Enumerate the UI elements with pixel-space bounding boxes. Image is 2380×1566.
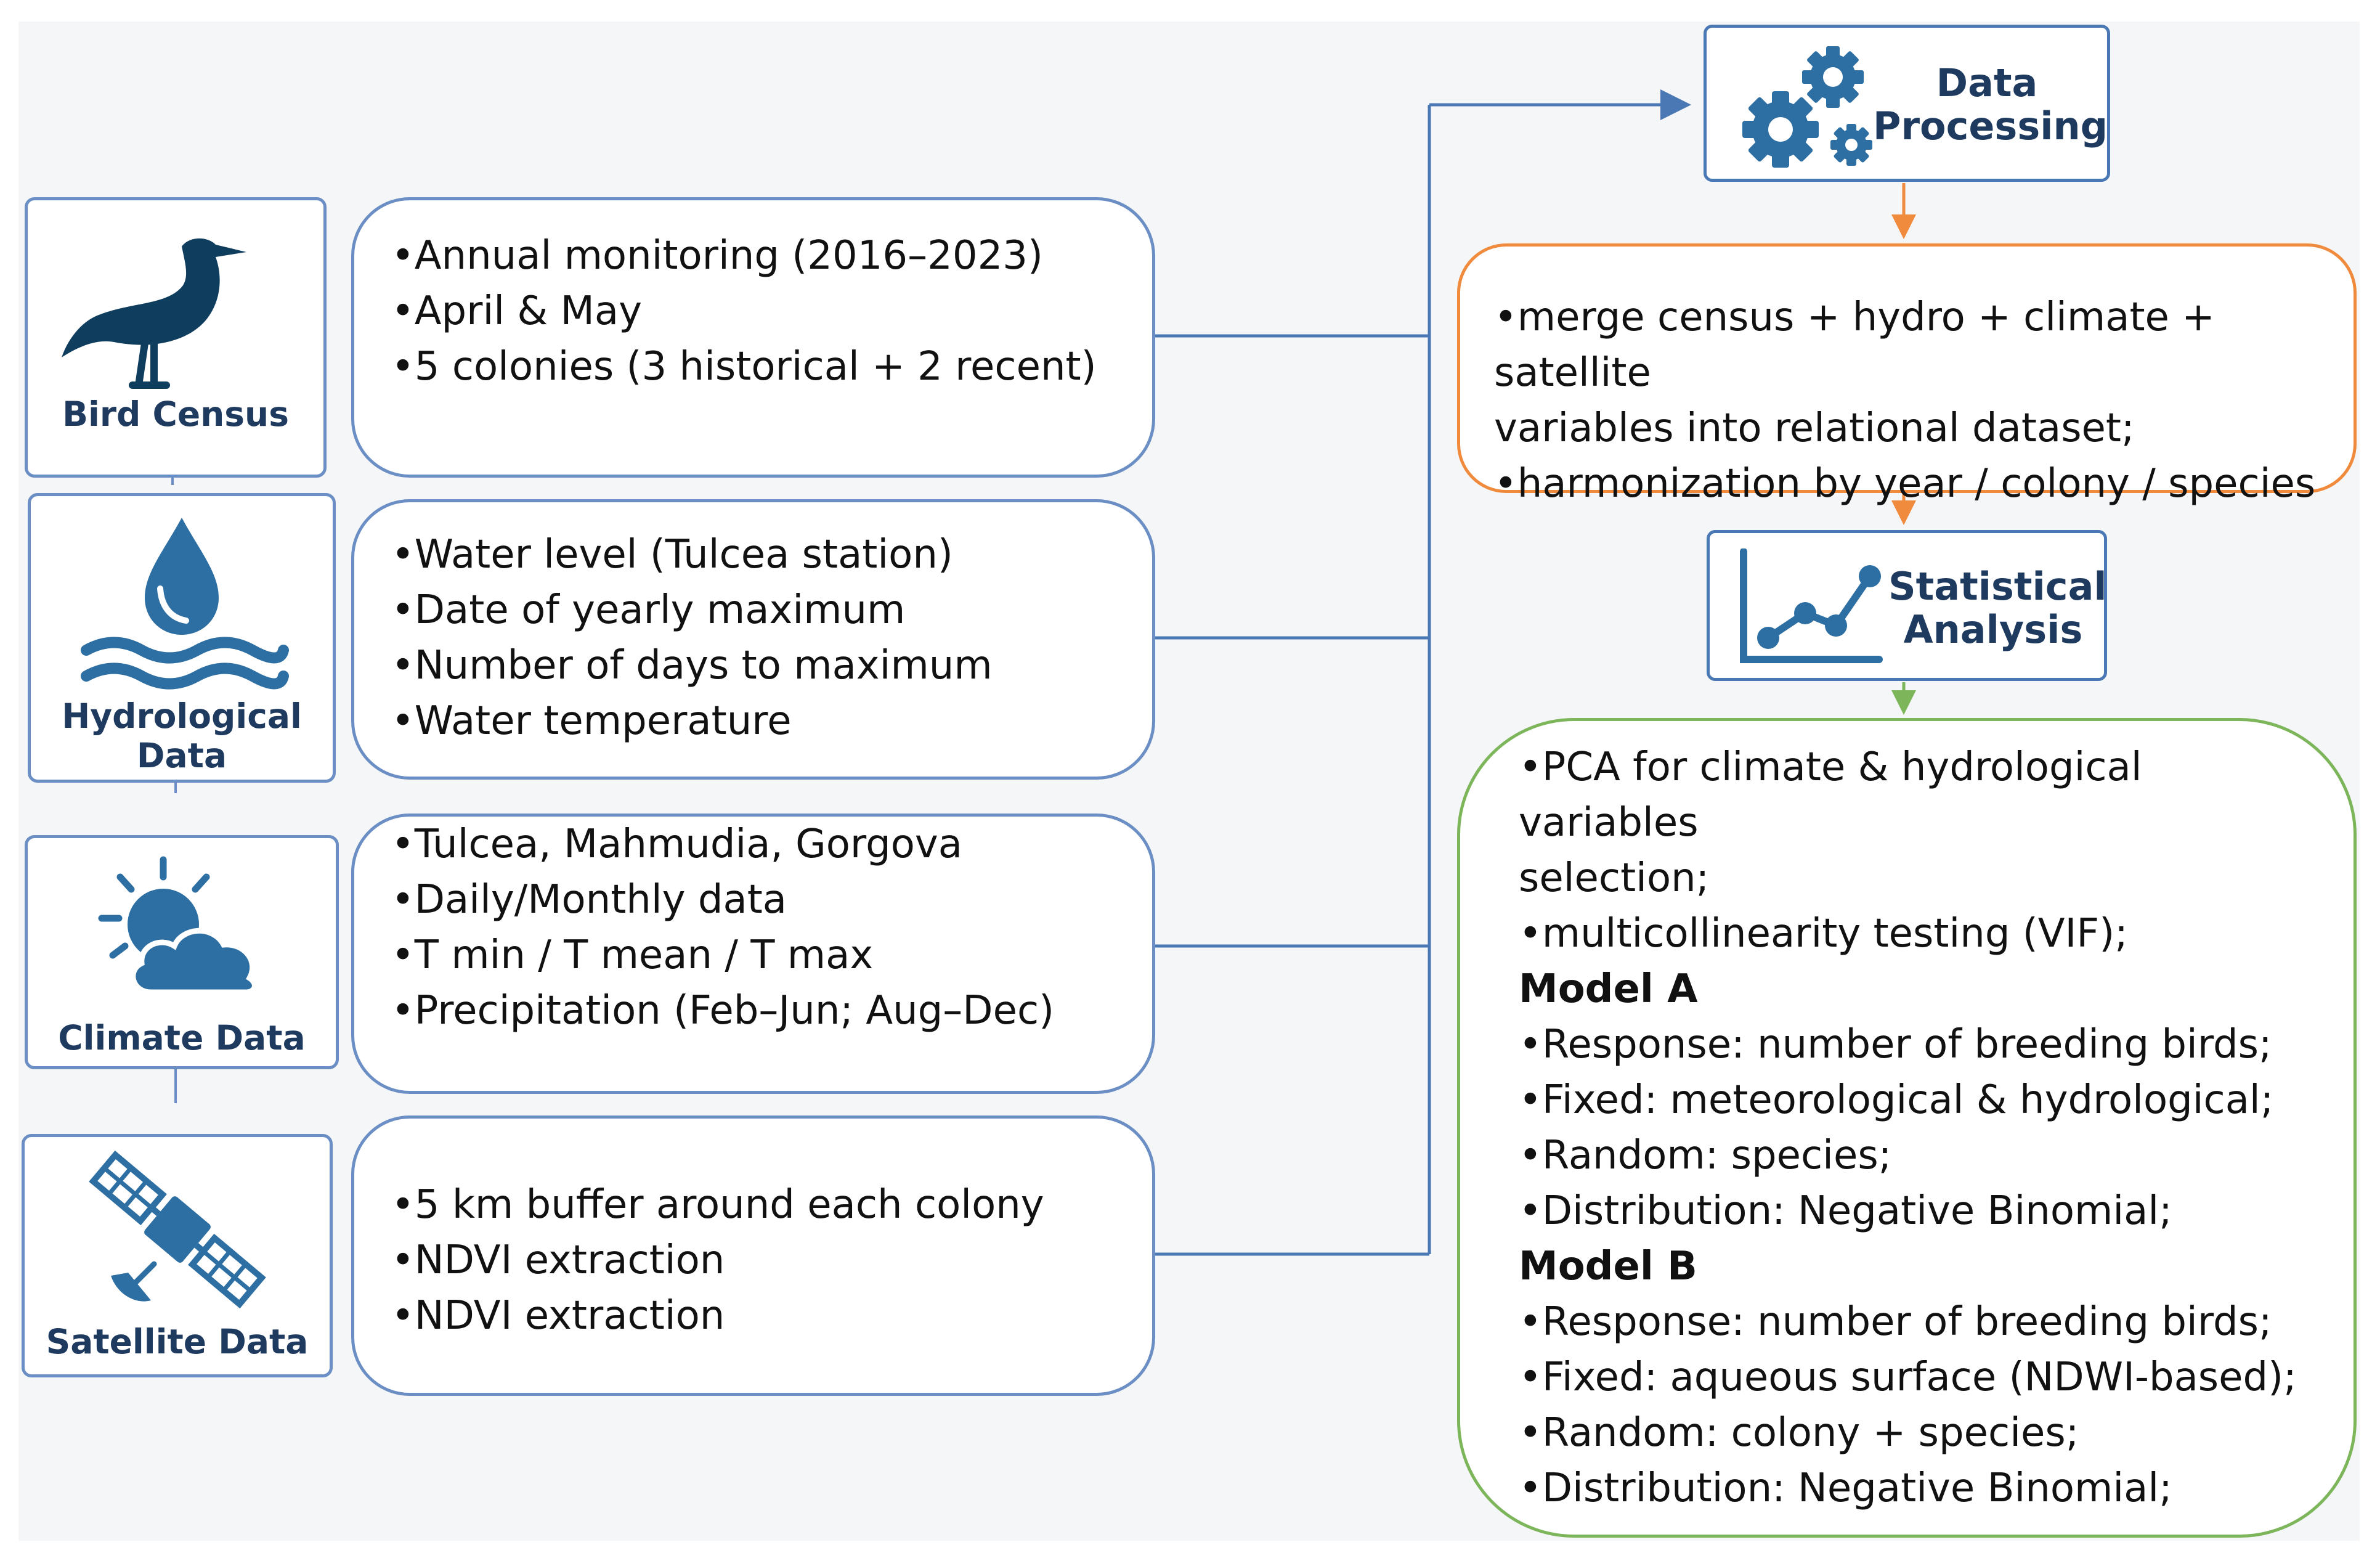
bird-census-bullet: •Annual monitoring (2016–2023) bbox=[391, 233, 1043, 279]
climate-label-line-1: Climate Data bbox=[58, 1018, 306, 1058]
bird-census-bullet: •5 colonies (3 historical + 2 recent) bbox=[391, 344, 1097, 389]
satellite-details: •5 km buffer around each colony •NDVI ex… bbox=[351, 1115, 1155, 1396]
hydrological-bullet: •Date of yearly maximum bbox=[391, 587, 906, 633]
climate-bullet: •T min / T mean / T max bbox=[391, 932, 874, 978]
climate-bullet: •Precipitation (Feb–Jun; Aug–Dec) bbox=[391, 988, 1055, 1034]
satellite-data-card: Satellite Data bbox=[22, 1134, 333, 1377]
climate-bullet: •Tulcea, Mahmudia, Gorgova bbox=[391, 822, 962, 867]
satellite-bullet: •5 km buffer around each colony bbox=[391, 1182, 1044, 1228]
model-a-bullet: •Distribution: Negative Binomial; bbox=[1519, 1188, 2172, 1234]
satellite-data-label: Satellite Data bbox=[25, 1322, 330, 1361]
model-a-bullet: •Response: number of breeding birds; bbox=[1519, 1022, 2272, 1067]
model-b-bullet: •Fixed: aqueous surface (NDWI-based); bbox=[1519, 1355, 2297, 1400]
satellite-bullet: •NDVI extraction bbox=[391, 1238, 725, 1283]
analysis-title-line-2: Analysis bbox=[1903, 607, 2083, 652]
processing-text-line: •merge census + hydro + climate + satell… bbox=[1494, 295, 2215, 396]
model-b-bullet: •Random: colony + species; bbox=[1519, 1410, 2079, 1456]
hydrological-bullet: •Water level (Tulcea station) bbox=[391, 532, 953, 577]
bird-icon bbox=[62, 238, 246, 389]
hydrological-bullet: •Number of days to maximum bbox=[391, 643, 993, 688]
analysis-title-line-1: Statistical bbox=[1888, 564, 2107, 609]
data-processing-title: Data Processing bbox=[1873, 60, 2108, 149]
gears-icon bbox=[1742, 46, 1872, 168]
bird-census-bullet: •April & May bbox=[391, 288, 642, 334]
analysis-intro-line: •PCA for climate & hydrological variable… bbox=[1519, 744, 2142, 846]
hydrological-label-line-2: Data bbox=[136, 736, 227, 775]
bird-census-label: Bird Census bbox=[28, 394, 323, 434]
satellite-icon bbox=[89, 1150, 266, 1309]
model-a-bullet: •Random: species; bbox=[1519, 1133, 1892, 1178]
satellite-bullet: •NDVI extraction bbox=[391, 1293, 725, 1339]
hydrological-details: •Water level (Tulcea station) •Date of y… bbox=[351, 499, 1155, 780]
model-a-bullet: •Fixed: meteorological & hydrological; bbox=[1519, 1077, 2274, 1123]
sun-cloud-icon bbox=[98, 856, 258, 995]
processing-text-line: •harmonization by year / colony / specie… bbox=[1494, 461, 2316, 507]
climate-data-card: Climate Data bbox=[25, 835, 339, 1069]
model-a-title: Model A bbox=[1519, 966, 1698, 1012]
model-b-bullet: •Response: number of breeding birds; bbox=[1519, 1299, 2272, 1345]
diagram-canvas: Bird Census Hydrological Data bbox=[18, 22, 2360, 1541]
bird-census-details: •Annual monitoring (2016–2023) •April & … bbox=[351, 197, 1155, 478]
processing-text-line: variables into relational dataset; bbox=[1494, 406, 2135, 451]
climate-bullet: •Daily/Monthly data bbox=[391, 877, 787, 923]
statistical-analysis-box: Statistical Analysis bbox=[1707, 530, 2107, 681]
climate-details: •Tulcea, Mahmudia, Gorgova •Daily/Monthl… bbox=[351, 814, 1155, 1094]
line-chart-icon bbox=[1740, 549, 1883, 663]
hydrological-label-line-1: Hydrological bbox=[62, 696, 302, 736]
connector-lines bbox=[171, 89, 1916, 1256]
hydrological-data-card: Hydrological Data bbox=[28, 493, 336, 783]
models-box: •PCA for climate & hydrological variable… bbox=[1457, 718, 2357, 1538]
climate-data-label: Climate Data bbox=[28, 1018, 336, 1058]
hydrological-bullet: •Water temperature bbox=[391, 698, 792, 744]
bird-census-card: Bird Census bbox=[25, 197, 327, 478]
analysis-intro-line: •multicollinearity testing (VIF); bbox=[1519, 911, 2128, 956]
merge-harmonize-box: •merge census + hydro + climate + satell… bbox=[1457, 243, 2357, 507]
water-drop-waves-icon bbox=[81, 518, 289, 690]
analysis-intro-line: selection; bbox=[1519, 855, 1710, 901]
hydrological-data-label: Hydrological Data bbox=[31, 696, 333, 775]
satellite-label-line-1: Satellite Data bbox=[46, 1322, 309, 1361]
model-b-bullet: •Distribution: Negative Binomial; bbox=[1519, 1466, 2172, 1511]
statistical-analysis-title: Statistical Analysis bbox=[1888, 564, 2107, 652]
data-processing-box: Data Processing bbox=[1704, 25, 2110, 182]
bird-census-label-line-1: Bird Census bbox=[62, 394, 289, 434]
processing-title-line-2: Processing bbox=[1873, 104, 2108, 149]
model-b-title: Model B bbox=[1519, 1244, 1697, 1289]
processing-title-line-1: Data bbox=[1936, 60, 2038, 105]
